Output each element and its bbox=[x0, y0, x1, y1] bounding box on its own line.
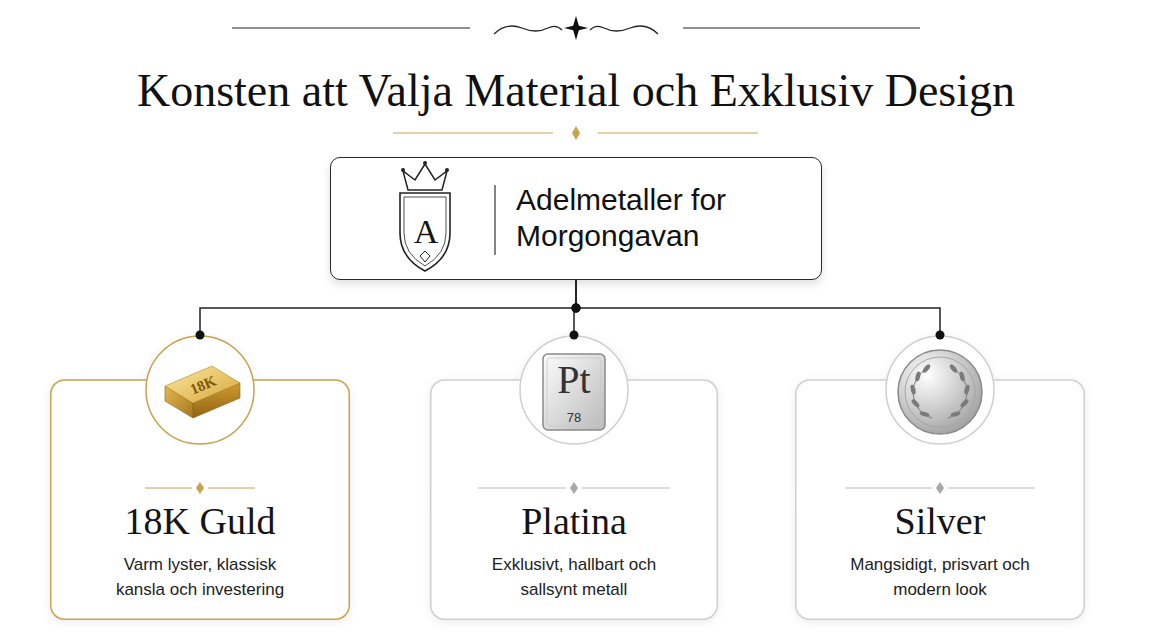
hub-box: A Adelmetaller for Morgongavan bbox=[330, 157, 822, 280]
connector-dot bbox=[572, 304, 581, 313]
rule-line bbox=[232, 28, 470, 29]
connector-dot bbox=[572, 304, 581, 313]
material-card: SilverMangsidigt, prisvart och modern lo… bbox=[795, 335, 1085, 620]
card-body: Varm lyster, klassisk kansla och investe… bbox=[100, 552, 300, 602]
connector-line bbox=[200, 280, 576, 335]
ornament-star bbox=[573, 16, 580, 40]
rule-line bbox=[598, 133, 758, 134]
connector-dot bbox=[572, 304, 581, 313]
card-frame bbox=[431, 380, 718, 619]
icon-circle bbox=[886, 336, 994, 444]
hub-label: Adelmetaller for Morgongavan bbox=[516, 182, 771, 254]
ornament-swirl bbox=[494, 26, 562, 34]
card-title: 18K Guld bbox=[50, 501, 350, 541]
material-card: Pt 78PlatinaExklusivt, hallbart och salls… bbox=[430, 335, 718, 620]
rule-line bbox=[683, 28, 920, 29]
icon-circle bbox=[520, 336, 628, 444]
material-card: 18K18K GuldVarm lyster, klassisk kansla … bbox=[50, 335, 350, 620]
card-title: Silver bbox=[795, 501, 1085, 541]
connector-line bbox=[576, 280, 940, 335]
element-symbol: Pt bbox=[534, 359, 614, 401]
card-title: Platina bbox=[430, 501, 718, 541]
diagram-title: Konsten att Valja Material och Exklusiv … bbox=[0, 64, 1152, 118]
ornament-star bbox=[564, 25, 588, 31]
logo-letter: A bbox=[401, 214, 451, 250]
card-outline bbox=[795, 335, 1085, 620]
card-body: Exklusivt, hallbart och sallsynt metall bbox=[489, 552, 659, 602]
icon-circle bbox=[146, 336, 254, 444]
card-body: Mangsidigt, prisvart och modern look bbox=[847, 552, 1033, 602]
ornament-diamond bbox=[572, 126, 580, 140]
atomic-number: 78 bbox=[554, 411, 594, 425]
rule-line bbox=[393, 133, 553, 134]
connector-line bbox=[574, 280, 576, 335]
ornament-swirl bbox=[590, 26, 658, 34]
